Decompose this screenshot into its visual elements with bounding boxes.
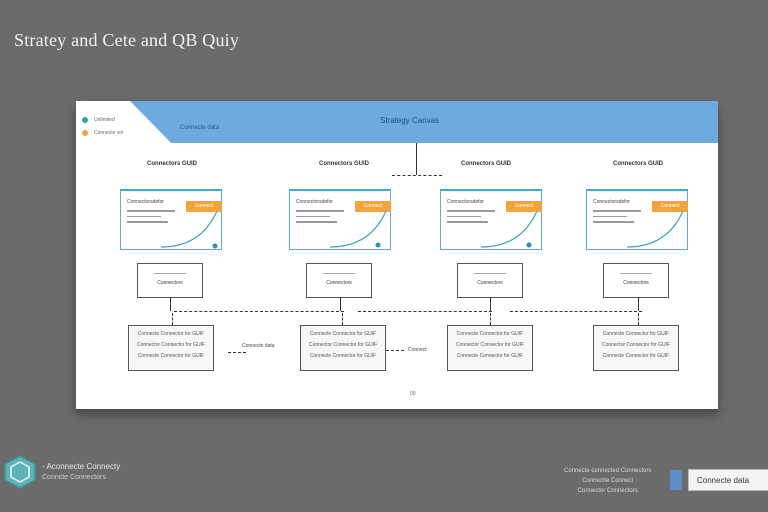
curve-connector-icon: [330, 211, 387, 248]
curve-connector-icon: [627, 211, 684, 248]
detail-line: Connecte Connector for GUIF: [137, 331, 205, 337]
box-rule: [620, 273, 652, 274]
teal-dot-icon: [82, 116, 88, 123]
column-detail[interactable]: Connecte Connector for GUIF Connector Co…: [447, 325, 533, 371]
card-label: Connectorsdefor: [296, 199, 333, 205]
detail-line: Connector Connector for GUIF: [455, 342, 525, 348]
bus-drop: [172, 313, 173, 325]
detail-line: Connecte Connector for GUIF: [309, 331, 377, 337]
box-label: Connectors: [326, 280, 352, 286]
column-card[interactable]: Connectorsdefor Connect: [586, 189, 688, 250]
footer-note-line: Connector Connectors: [577, 488, 638, 494]
page-number: 00: [410, 391, 416, 397]
column-link: [340, 297, 341, 311]
footer-note-line: Connectie Connect: [582, 478, 634, 484]
bus-line: [358, 311, 492, 312]
detail-line: Connecte Connector for GUIF: [137, 353, 205, 359]
column-card[interactable]: Connectorsdefor Connect: [440, 189, 542, 250]
card-label: Connectorsdefor: [593, 199, 630, 205]
bookmark-icon: [670, 470, 682, 490]
diagram-panel: Strategy Canvas Connecte data Unlimited …: [76, 101, 718, 409]
column-title: Connectors GUID: [146, 161, 198, 167]
card-badge: Connect: [186, 201, 222, 212]
column-box[interactable]: Connectors: [137, 263, 203, 298]
detail-line: Connecte Connector for GUIF: [456, 353, 524, 359]
hexagon-logo-icon: [4, 455, 36, 489]
card-label: Connectorsdefor: [127, 199, 164, 205]
detail-line: Connecte Connector for GUIF: [309, 353, 377, 359]
legend: Unlimited Connecte vol: [82, 113, 123, 139]
bus-line: [510, 311, 642, 312]
curve-connector-icon: [481, 211, 538, 248]
detail-line: Connector Connector for GUIF: [136, 342, 206, 348]
detail-line: Connecte Connector for GUIF: [602, 353, 670, 359]
banner-title: Strategy Canvas: [380, 116, 440, 125]
box-label: Connectors: [477, 280, 503, 286]
card-text-lines: [593, 210, 641, 227]
card-badge: Connect: [506, 201, 542, 212]
column-link: [170, 297, 171, 311]
column-detail[interactable]: Connecte Connector for GUIF Connector Co…: [300, 325, 386, 371]
footer-notes: Connecte connected Connectors Connectie …: [564, 466, 651, 496]
column-box[interactable]: Connectors: [603, 263, 669, 298]
card-text-lines: [447, 210, 495, 227]
column-box[interactable]: Connectors: [457, 263, 523, 298]
legend-item: Connecte vol: [82, 126, 123, 139]
box-label: Connectors: [623, 280, 649, 286]
column-detail[interactable]: Connecte Connector for GUIF Connector Co…: [593, 325, 679, 371]
bus-drop: [342, 313, 343, 325]
card-text-lines: [127, 210, 175, 227]
mid-note: Connect: [408, 347, 427, 353]
box-rule: [154, 273, 186, 274]
page-title: Stratey and Cete and QB Quiy: [14, 30, 240, 50]
column-title: Connectors GUID: [460, 161, 512, 167]
detail-line: Connector Connector for GUIF: [308, 342, 378, 348]
legend-item: Unlimited: [82, 113, 123, 126]
detail-line: Connecte Connector for GUIF: [456, 331, 524, 337]
logo-text: - Aconnecte Connecty: [42, 462, 121, 471]
bus-drop: [638, 313, 639, 325]
bus-line: [174, 311, 344, 312]
logo-subtext: Conncte Connectors: [42, 474, 106, 481]
column-link: [638, 297, 639, 311]
column-detail[interactable]: Connecte Connector for GUIF Connector Co…: [128, 325, 214, 371]
curve-connector-icon: [161, 211, 218, 249]
card-badge: Connect: [355, 201, 391, 212]
card-text-lines: [296, 210, 344, 227]
column-box[interactable]: Connectors: [306, 263, 372, 298]
card-badge: Connect: [652, 201, 688, 212]
legend-label: Unlimited: [94, 116, 115, 123]
banner-subtitle: Connecte data: [180, 125, 220, 131]
banner-connector: [416, 143, 417, 175]
header-banner: [130, 101, 718, 143]
orange-dot-icon: [82, 129, 88, 136]
column-card[interactable]: Connectorsdefor Connect: [120, 189, 222, 250]
detail-line: Connector Connector for GUIF: [601, 342, 671, 348]
column-link: [490, 297, 491, 311]
box-rule: [323, 273, 355, 274]
card-label: Connectorsdefor: [447, 199, 484, 205]
banner-connector-bar: [392, 175, 442, 176]
box-label: Connectors: [157, 280, 183, 286]
bus-drop: [490, 313, 491, 325]
footer-button[interactable]: Connecte data: [688, 469, 768, 491]
column-title: Connectors GUID: [318, 161, 370, 167]
box-rule: [474, 273, 506, 274]
column-card[interactable]: Connectorsdefor Connect: [289, 189, 391, 250]
detail-line: Connecte Connector for GUIF: [602, 331, 670, 337]
column-title: Connectors GUID: [612, 161, 664, 167]
mid-note: Connecte data: [242, 343, 275, 349]
mid-connector: [228, 352, 246, 353]
legend-label: Connecte vol: [94, 129, 124, 136]
mid-connector: [386, 350, 404, 351]
footer-note-line: Connecte connected Connectors: [564, 468, 652, 474]
